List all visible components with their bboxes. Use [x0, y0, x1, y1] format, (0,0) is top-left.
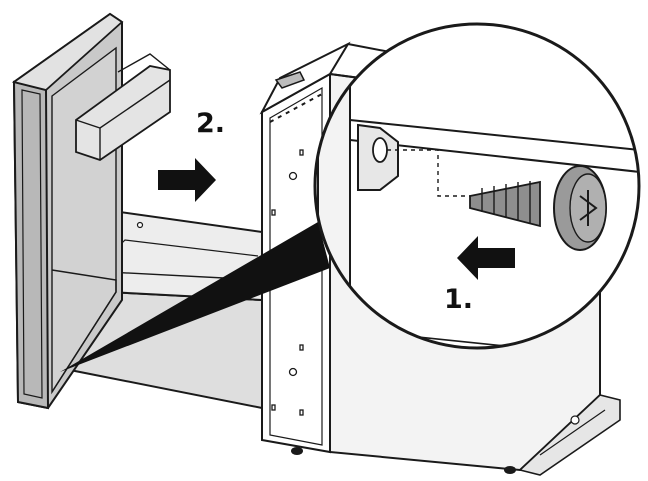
step-1-arrow: 1.: [444, 236, 515, 315]
arrow-left-icon: [457, 236, 515, 280]
cabinet-foot: [504, 466, 516, 474]
cabinet-foot: [291, 447, 303, 455]
front-mounting-holes: [271, 149, 304, 416]
arrow-right-icon: [158, 158, 216, 202]
screw-icon: [469, 165, 607, 251]
step-1-label: 1.: [444, 284, 473, 315]
callout-pointer: [60, 222, 330, 372]
step-2-label: 2.: [196, 108, 225, 139]
step-2-arrow: 2.: [158, 108, 225, 202]
top-bracket: [274, 71, 306, 89]
screw-hole: [372, 137, 388, 163]
drawer-front-panel: [11, 12, 171, 410]
magnifier-circle: [315, 24, 639, 348]
